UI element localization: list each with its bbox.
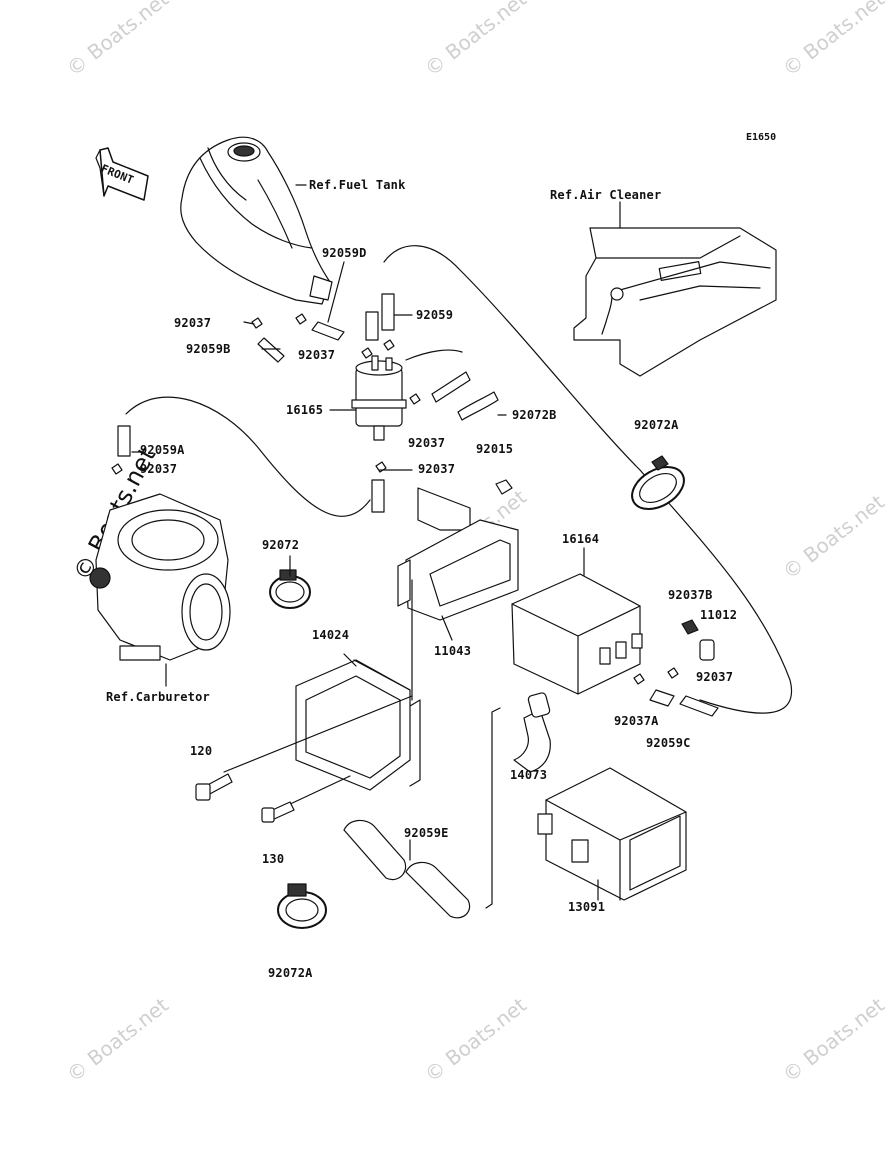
bolt-120 (195, 773, 233, 801)
diagram-code: E1650 (746, 132, 777, 143)
label-92037: 92037 (174, 316, 212, 330)
hose-to-filter (371, 371, 471, 513)
label-92037B: 92037B (668, 588, 713, 602)
label-92059B: 92059B (186, 342, 231, 356)
label-130: 130 (262, 852, 285, 866)
label-14073: 14073 (510, 768, 548, 782)
label-92037: 92037 (140, 462, 178, 476)
label-92072B: 92072B (512, 408, 557, 422)
label-92037: 92037 (408, 436, 446, 450)
leader-line (243, 321, 255, 325)
label-11012: 11012 (700, 608, 738, 622)
label-92072A: 92072A (268, 966, 313, 980)
label-11043: 11043 (434, 644, 472, 658)
plug-11012 (699, 639, 715, 661)
fuel-filter-16165 (351, 349, 463, 441)
box-13091 (537, 767, 687, 901)
clamp-92072A-bottom (277, 883, 327, 929)
hose-92059A (117, 425, 131, 457)
label-ref-fuel-tank: Ref.Fuel Tank (309, 178, 406, 192)
label-92059C: 92059C (646, 736, 691, 750)
label-14024: 14024 (312, 628, 350, 642)
grommet-92015 (495, 479, 513, 495)
label-92072: 92072 (262, 538, 300, 552)
hose-92059B (257, 337, 285, 363)
label-92072A: 92072A (634, 418, 679, 432)
label-ref-carburetor: Ref.Carburetor (106, 690, 210, 704)
hose-line (383, 245, 793, 714)
label-92059: 92059 (416, 308, 454, 322)
label-92059A: 92059A (140, 443, 185, 457)
leader-line (285, 775, 351, 807)
label-ref-air-cleaner: Ref.Air Cleaner (550, 188, 662, 202)
hose-line (125, 396, 371, 517)
fitting-92037B (681, 619, 699, 635)
hose-92059 (365, 293, 395, 341)
leader-line (223, 695, 413, 773)
elbow-14073 (513, 692, 551, 773)
label-92037: 92037 (696, 670, 734, 684)
air-cleaner-illustration (573, 227, 777, 377)
clamp-icons (111, 313, 679, 685)
label-13091: 13091 (568, 900, 606, 914)
label-92037A: 92037A (614, 714, 659, 728)
leader-line (343, 653, 357, 667)
bracket-11043 (397, 487, 519, 621)
label-16164: 16164 (562, 532, 600, 546)
label-16165: 16165 (286, 403, 324, 417)
label-120: 120 (190, 744, 213, 758)
label-92059D: 92059D (322, 246, 367, 260)
fuel-tank-illustration (180, 136, 333, 305)
label-92037: 92037 (298, 348, 336, 362)
hose-92059C (649, 689, 719, 717)
canister-16164 (511, 573, 643, 695)
hose-92059E (343, 819, 471, 919)
bolt-130 (261, 801, 295, 823)
label-92037: 92037 (418, 462, 456, 476)
label-92059E: 92059E (404, 826, 449, 840)
cover-14024 (295, 659, 421, 791)
carburetor-illustration (89, 493, 231, 661)
bracket-92072B (457, 391, 499, 421)
clamp-92072A (631, 455, 685, 510)
leader-line (441, 615, 453, 641)
hose-92059D (311, 261, 345, 341)
label-92015: 92015 (476, 442, 514, 456)
leader-line (485, 707, 501, 909)
front-arrow-icon (95, 147, 149, 201)
